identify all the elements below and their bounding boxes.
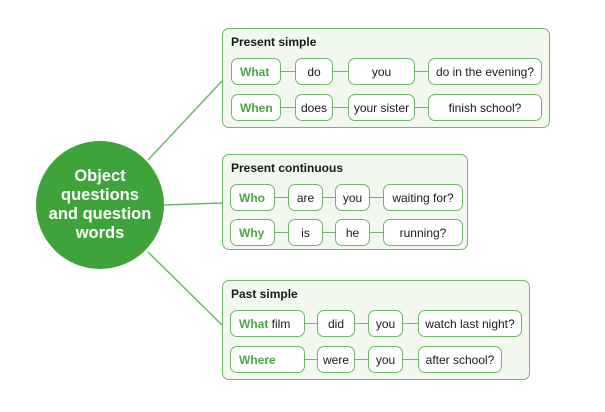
- panel-past-simple: Past simple What film did you watch last…: [222, 280, 530, 380]
- panel-present-simple: Present simple What do you do in the eve…: [222, 28, 550, 128]
- question-word: When: [240, 100, 273, 115]
- panel-title: Present simple: [231, 35, 317, 49]
- question-word: What: [240, 64, 270, 79]
- connector-line-present-continuous: [163, 202, 223, 206]
- connector-line-past-simple: [147, 251, 223, 326]
- question-word-box: Where: [230, 346, 305, 373]
- connector-line-present-simple: [147, 80, 223, 161]
- subject-box: he: [335, 219, 370, 246]
- question-word-box: Who: [230, 184, 275, 211]
- subject-box: you: [368, 310, 403, 337]
- auxiliary-box: do: [295, 58, 333, 85]
- subject-box: you: [348, 58, 415, 85]
- hub-circle: Object questions and question words: [36, 141, 164, 269]
- verb-phrase-box: running?: [383, 219, 463, 246]
- subject-box: you: [335, 184, 370, 211]
- question-word: Who: [239, 190, 265, 205]
- hub-label: Object questions and question words: [48, 167, 152, 242]
- verb-phrase-box: watch last night?: [418, 310, 522, 337]
- question-word: Why: [239, 225, 265, 240]
- verb-phrase-box: after school?: [418, 346, 502, 373]
- panel-title: Past simple: [231, 287, 298, 301]
- auxiliary-box: is: [288, 219, 323, 246]
- verb-phrase-box: do in the evening?: [428, 58, 542, 85]
- verb-phrase-box: finish school?: [428, 94, 542, 121]
- question-word-box: Why: [230, 219, 275, 246]
- auxiliary-box: are: [288, 184, 323, 211]
- question-word-box: What: [231, 58, 281, 85]
- auxiliary-box: does: [295, 94, 333, 121]
- verb-phrase-box: waiting for?: [383, 184, 463, 211]
- question-word: What: [239, 316, 269, 331]
- question-word: Where: [239, 352, 276, 367]
- auxiliary-box: were: [317, 346, 355, 373]
- question-word-box: What film: [230, 310, 305, 337]
- subject-box: your sister: [348, 94, 415, 121]
- panel-title: Present continuous: [231, 161, 344, 175]
- auxiliary-box: did: [317, 310, 355, 337]
- question-word-extra: film: [268, 316, 291, 331]
- question-word-box: When: [231, 94, 281, 121]
- subject-box: you: [368, 346, 403, 373]
- panel-present-continuous: Present continuous Who are you waiting f…: [222, 154, 468, 250]
